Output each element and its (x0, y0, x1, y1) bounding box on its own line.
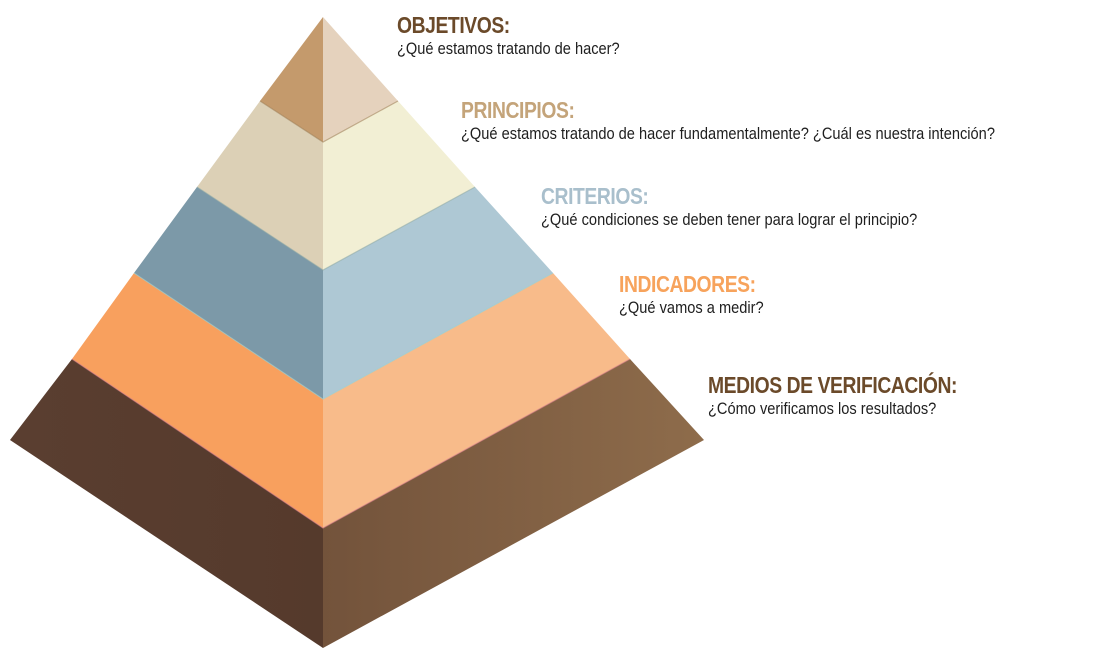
level-medios-left-face (10, 359, 323, 648)
level-indicadores-right-face (323, 273, 630, 528)
label-objetivos: OBJETIVOS: ¿Qué estamos tratando de hace… (397, 12, 656, 60)
title-principios: PRINCIPIOS: (461, 97, 575, 123)
title-medios-de-verificacion: MEDIOS DE VERIFICACIÓN: (708, 372, 958, 398)
question-principios: ¿Qué estamos tratando de hacer fundament… (461, 124, 995, 143)
question-objetivos: ¿Qué estamos tratando de hacer? (397, 39, 620, 58)
title-indicadores: INDICADORES: (619, 271, 756, 297)
title-objetivos: OBJETIVOS: (397, 12, 510, 38)
level-principios-left-face (197, 101, 323, 270)
label-criterios: CRITERIOS: ¿Qué condiciones se deben ten… (541, 183, 979, 231)
label-indicadores: INDICADORES: ¿Qué vamos a medir? (619, 271, 787, 319)
level-principios-right-face (323, 101, 475, 270)
title-criterios: CRITERIOS: (541, 183, 649, 209)
question-indicadores: ¿Qué vamos a medir? (619, 298, 764, 317)
level-separators (71, 100, 631, 529)
level-medios-right-face (323, 359, 704, 648)
question-criterios: ¿Qué condiciones se deben tener para log… (541, 210, 918, 229)
label-medios-de-verificacion: MEDIOS DE VERIFICACIÓN: ¿Cómo verificamo… (708, 372, 1004, 420)
label-principios: PRINCIPIOS: ¿Qué estamos tratando de hac… (461, 97, 1082, 145)
level-indicadores-left-face (72, 273, 323, 528)
level-criterios-right-face (323, 187, 553, 399)
level-criterios-left-face (134, 187, 323, 399)
question-medios-de-verificacion: ¿Cómo verificamos los resultados? (708, 399, 937, 418)
